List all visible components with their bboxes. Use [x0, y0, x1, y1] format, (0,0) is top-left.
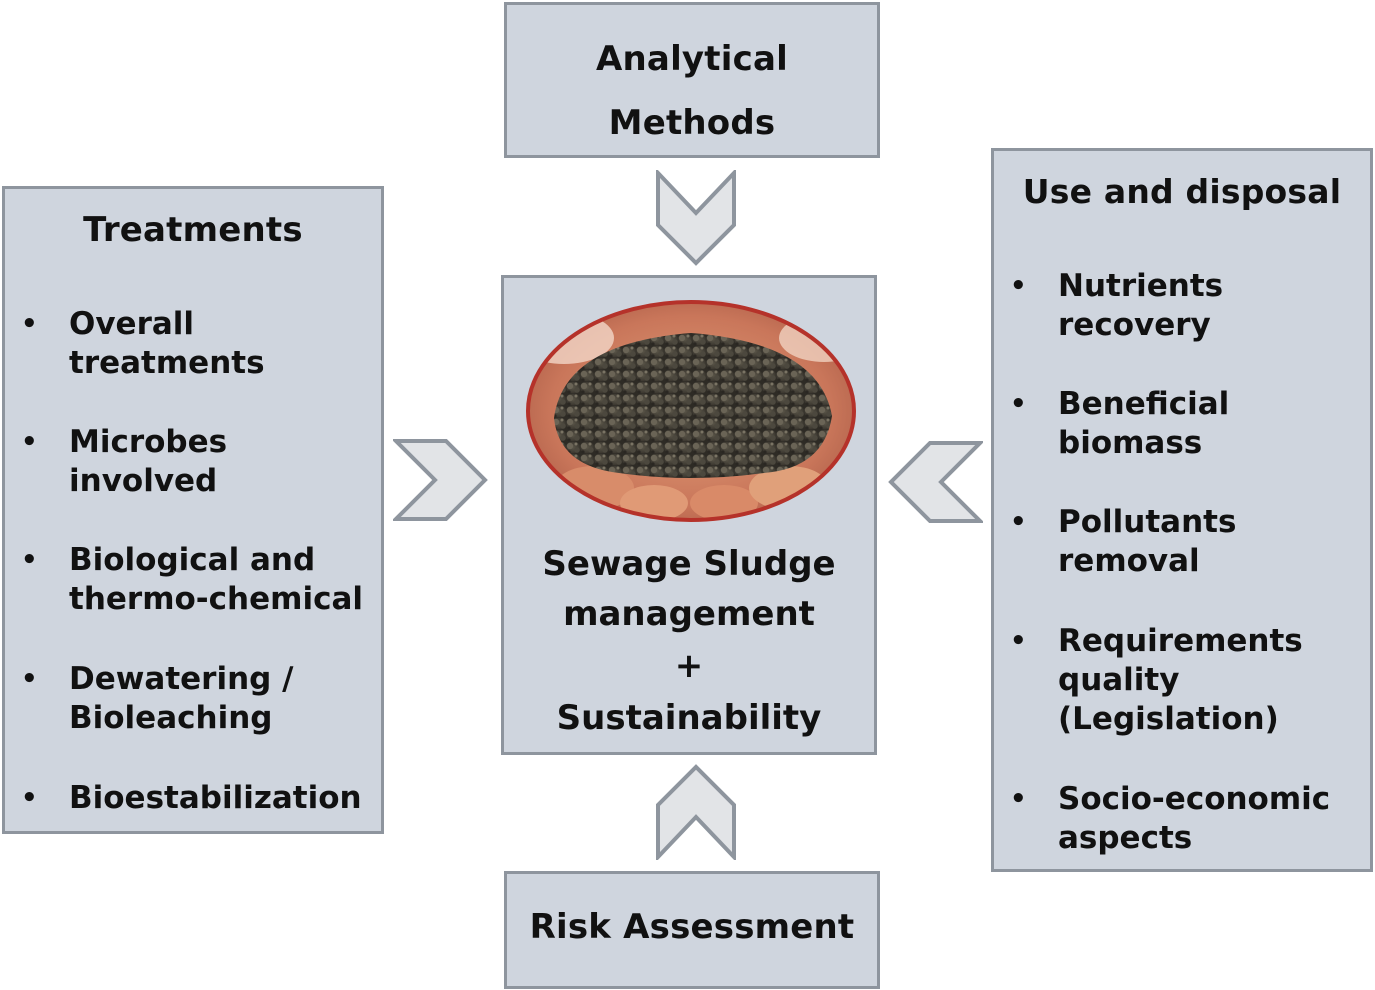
use-and-disposal-box: Use and disposal • Nutrients recovery • Ben…	[991, 148, 1373, 872]
left-arrow-icon	[888, 441, 983, 523]
list-item-text: Requirements quality (Legislation)	[1058, 623, 1303, 737]
sludge-photo-image	[526, 300, 856, 522]
bullet-icon: •	[21, 783, 38, 813]
analytical-methods-title-line1: Analytical	[596, 39, 788, 79]
down-arrow-icon	[656, 170, 736, 266]
bullet-icon: •	[1010, 389, 1027, 419]
center-title-line4: Sustainability	[556, 698, 822, 738]
bullet-icon: •	[1010, 507, 1027, 537]
list-item-text: Nutrients recovery	[1058, 268, 1224, 343]
bullet-icon: •	[21, 664, 38, 694]
center-title-plus: +	[674, 646, 704, 686]
list-item-text: Dewatering / Bioleaching	[69, 661, 294, 736]
analytical-methods-title: Analytical Methods	[507, 27, 877, 155]
center-title-line2: management	[563, 594, 815, 634]
risk-assessment-title: Risk Assessment	[529, 907, 855, 947]
risk-assessment-box: Risk Assessment	[504, 871, 880, 989]
use-and-disposal-list: • Nutrients recovery • Beneficial biomass • P…	[1010, 267, 1370, 867]
use-and-disposal-title: Use and disposal	[1022, 172, 1342, 211]
list-item-text: Biological and thermo-chemical	[69, 542, 363, 617]
treatments-title: Treatments	[83, 210, 303, 250]
list-item-text: Beneficial biomass	[1058, 386, 1230, 461]
list-item-text: Pollutants removal	[1058, 504, 1237, 579]
analytical-methods-title-line2: Methods	[608, 103, 776, 143]
bullet-icon: •	[21, 309, 38, 339]
bullet-icon: •	[21, 427, 38, 457]
bullet-icon: •	[1010, 271, 1027, 301]
treatments-box: Treatments • Overall treatments • Microbes …	[2, 186, 384, 834]
sewage-sludge-center-box: Sewage Sludge management + Sustainabilit…	[501, 275, 877, 755]
center-title-line1: Sewage Sludge	[542, 544, 836, 584]
list-item-text: Bioestabilization	[69, 780, 362, 816]
bullet-icon: •	[21, 545, 38, 575]
bullet-icon: •	[1010, 626, 1027, 656]
bullet-icon: •	[1010, 784, 1027, 814]
treatments-list: • Overall treatments • Microbes involved • Bi…	[21, 305, 381, 825]
up-arrow-icon	[656, 764, 736, 860]
right-arrow-icon	[393, 439, 488, 521]
list-item-text: Socio-economic aspects	[1058, 781, 1331, 856]
list-item-text: Microbes involved	[69, 424, 228, 499]
list-item-text: Overall treatments	[69, 306, 265, 381]
analytical-methods-box: Analytical Methods	[504, 2, 880, 158]
